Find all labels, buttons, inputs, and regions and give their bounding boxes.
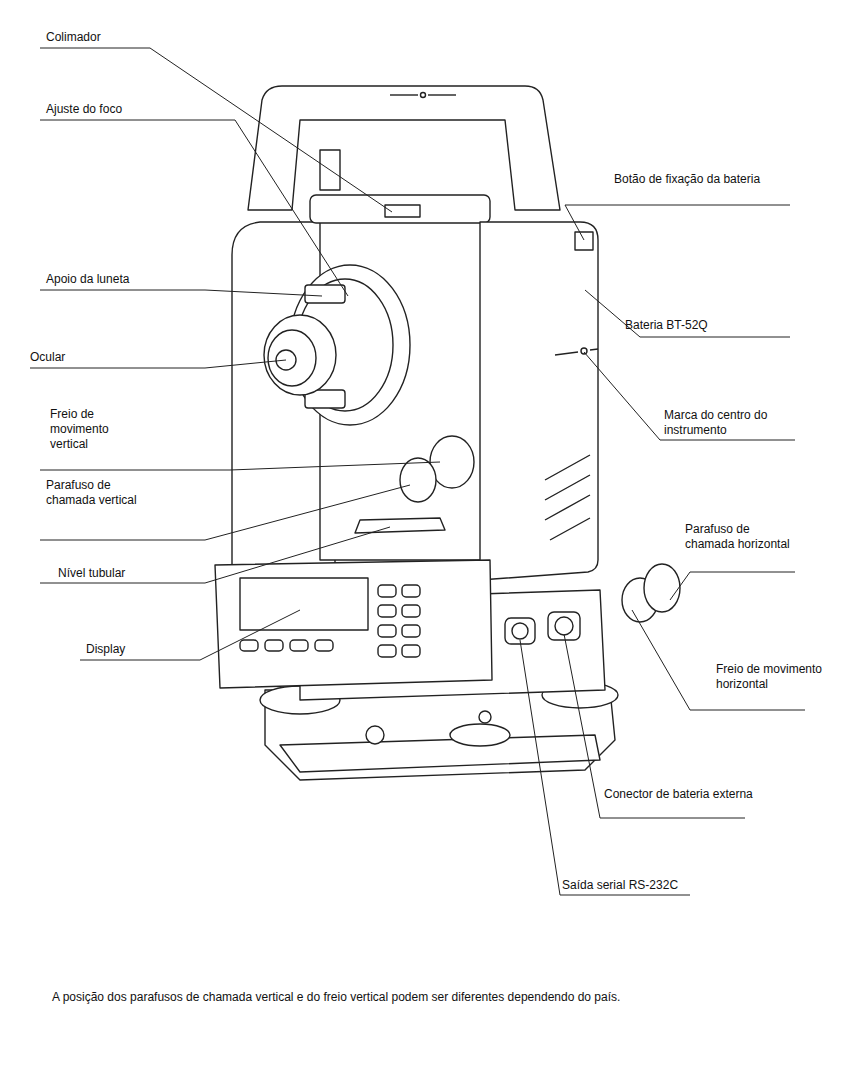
battery-housing xyxy=(480,222,598,580)
part-label: Apoio da luneta xyxy=(46,272,186,287)
center-mark xyxy=(555,352,578,355)
horizontal-tangent-screw xyxy=(644,564,680,612)
serial-port xyxy=(512,623,528,639)
handle-mark xyxy=(421,93,426,98)
part-label: Bateria BT-52Q xyxy=(625,318,785,333)
lcd-screen xyxy=(240,578,368,630)
part-label: Freio de movimento horizontal xyxy=(716,662,826,692)
part-label: Botão de fixação da bateria xyxy=(614,172,774,187)
center-mark xyxy=(590,349,598,350)
part-label: Nível tubular xyxy=(58,566,198,581)
plate-level xyxy=(355,518,445,533)
part-label: Freio de movimento vertical xyxy=(50,407,150,452)
center-mark xyxy=(581,348,587,354)
handle-mark xyxy=(390,94,418,95)
carrying-handle xyxy=(248,86,560,210)
telescope-top xyxy=(310,195,490,223)
handle-mark xyxy=(428,94,456,95)
eyepiece xyxy=(264,315,336,395)
base-screw xyxy=(366,726,384,744)
eyepiece xyxy=(268,330,316,386)
part-label: Ocular xyxy=(30,350,150,365)
vertical-tangent-screw xyxy=(400,458,436,502)
part-label: Colimador xyxy=(46,30,166,45)
leader-lines xyxy=(30,48,805,895)
part-label: Display xyxy=(86,642,186,657)
telescope-rest xyxy=(305,285,345,303)
battery-latch xyxy=(575,232,593,250)
part-label: Ajuste do foco xyxy=(46,102,186,117)
battery-connector xyxy=(555,617,573,635)
part-label: Parafuso de chamada vertical xyxy=(46,478,156,508)
part-label: Marca do centro do instrumento xyxy=(664,408,804,438)
footnote: A posição dos parafusos de chamada verti… xyxy=(52,990,812,1005)
keypad xyxy=(240,585,420,657)
vent-slots xyxy=(545,455,590,540)
part-label: Parafuso de chamada horizontal xyxy=(685,522,795,552)
base-screw xyxy=(479,711,491,723)
part-label: Saída serial RS-232C xyxy=(562,878,722,893)
part-label: Conector de bateria externa xyxy=(604,787,754,802)
display-panel xyxy=(215,560,492,688)
base-plate xyxy=(280,735,600,772)
leveling-screw xyxy=(450,724,510,746)
